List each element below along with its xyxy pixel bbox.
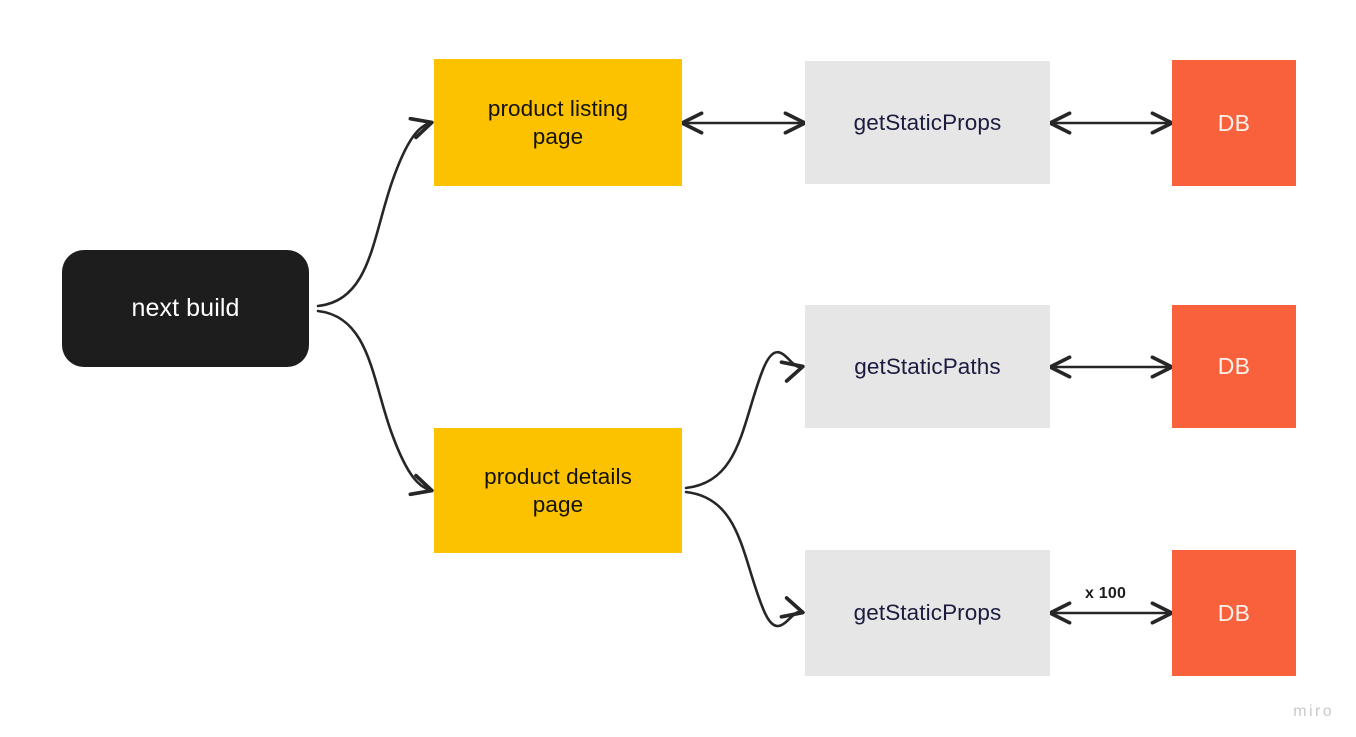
node-db-listing[interactable]: DB xyxy=(1172,60,1296,186)
node-db-details[interactable]: DB xyxy=(1172,550,1296,676)
node-next-build-label: next build xyxy=(131,294,240,323)
edge-build-to-listing-page xyxy=(316,116,434,308)
node-get-static-props-details-label: getStaticProps xyxy=(853,600,1002,626)
node-db-paths[interactable]: DB xyxy=(1172,305,1296,428)
node-product-details-page[interactable]: product details page xyxy=(434,428,682,553)
node-db-listing-label: DB xyxy=(1217,109,1251,136)
miro-watermark: miro xyxy=(1293,703,1334,720)
node-product-details-page-label: product details page xyxy=(484,464,632,517)
node-get-static-props-listing-label: getStaticProps xyxy=(853,109,1002,135)
edge-details-page-to-getstaticpaths xyxy=(684,350,805,490)
node-db-paths-label: DB xyxy=(1217,353,1251,380)
edge-details-page-to-getstaticprops xyxy=(684,490,805,628)
node-get-static-props-details[interactable]: getStaticProps xyxy=(805,550,1050,676)
node-next-build[interactable]: next build xyxy=(62,250,309,367)
node-get-static-paths[interactable]: getStaticPaths xyxy=(805,305,1050,428)
node-db-details-label: DB xyxy=(1217,599,1251,626)
x100-multiplier-label: x 100 xyxy=(1085,585,1127,602)
node-get-static-paths-label: getStaticPaths xyxy=(854,353,1001,379)
edge-build-to-details-page xyxy=(316,309,434,497)
node-product-listing-page[interactable]: product listing page xyxy=(434,59,682,186)
node-product-listing-page-label: product listing page xyxy=(487,96,629,149)
node-get-static-props-listing[interactable]: getStaticProps xyxy=(805,61,1050,184)
